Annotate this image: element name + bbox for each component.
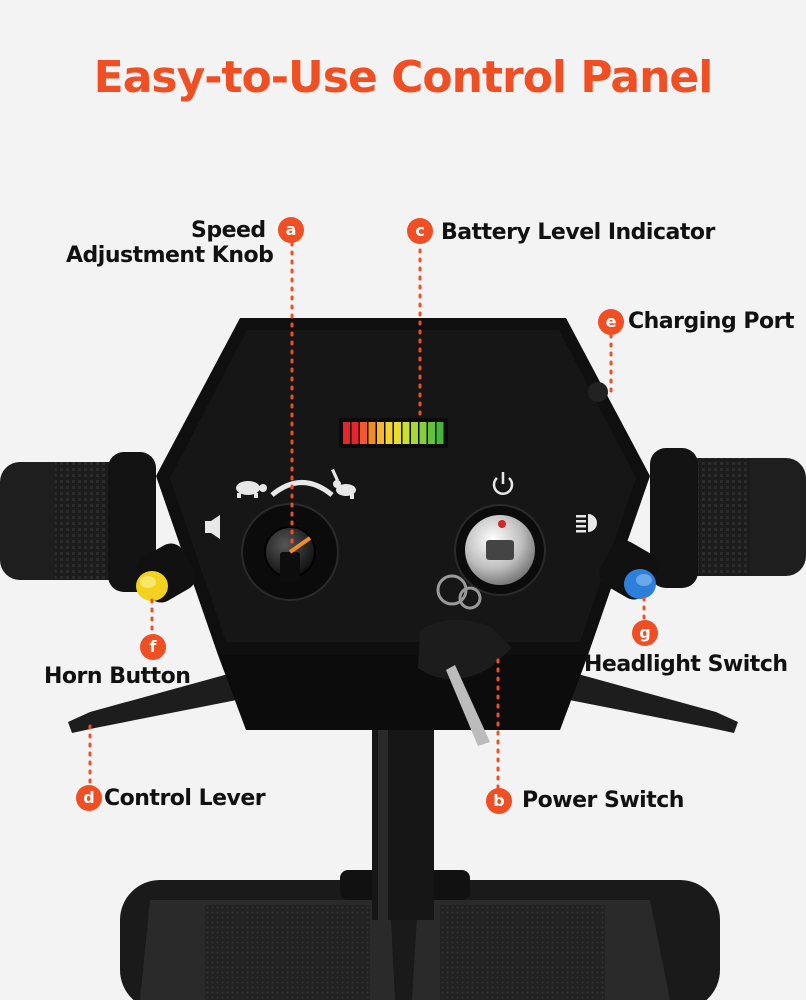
leader-lines bbox=[88, 241, 646, 790]
horn-button bbox=[136, 543, 196, 603]
callout-label-horn-button: Horn Button bbox=[44, 664, 191, 689]
callout-label-battery: Battery Level Indicator bbox=[441, 220, 715, 245]
callout-badge-g: g bbox=[632, 620, 658, 646]
callout-label-speed-knob-line1: Speed bbox=[191, 218, 266, 243]
handlebar-right bbox=[650, 448, 806, 588]
battery-segment bbox=[368, 422, 376, 444]
steering-column bbox=[372, 700, 434, 920]
battery-segment bbox=[343, 422, 350, 444]
horn-icon bbox=[205, 515, 220, 539]
battery-segment bbox=[394, 422, 401, 444]
callout-badge-b: b bbox=[486, 788, 512, 814]
callout-badge-e: e bbox=[598, 309, 624, 335]
speed-arc bbox=[270, 480, 334, 497]
speed-adjustment-knob bbox=[241, 503, 339, 601]
handlebar-left bbox=[0, 452, 156, 592]
page-title: Easy-to-Use Control Panel bbox=[93, 52, 714, 103]
power-switch bbox=[418, 504, 546, 746]
battery-segment bbox=[411, 422, 418, 444]
callout-label-speed-knob-line2: Adjustment Knob bbox=[66, 243, 274, 268]
battery-segment bbox=[377, 422, 384, 444]
battery-segment bbox=[385, 422, 393, 444]
battery-segment bbox=[360, 422, 367, 444]
callout-label-charging-port: Charging Port bbox=[628, 309, 794, 334]
battery-segment bbox=[402, 422, 410, 444]
rabbit-icon bbox=[331, 469, 356, 499]
battery-segment bbox=[428, 422, 435, 444]
callout-badge-a: a bbox=[278, 217, 304, 243]
callout-badge-c: c bbox=[407, 218, 433, 244]
charging-port bbox=[588, 382, 608, 402]
callout-badge-f: f bbox=[140, 634, 166, 660]
callout-badge-d: d bbox=[76, 785, 102, 811]
battery-segment bbox=[351, 422, 359, 444]
control-lever bbox=[68, 668, 738, 733]
battery-segment bbox=[419, 422, 427, 444]
battery-level-indicator bbox=[339, 418, 448, 448]
headlight-button bbox=[599, 540, 659, 600]
headlight-icon bbox=[576, 514, 597, 533]
callout-label-power-switch: Power Switch bbox=[522, 788, 684, 813]
battery-segment bbox=[436, 422, 444, 444]
scooter-base bbox=[120, 870, 720, 1000]
power-icon bbox=[492, 472, 514, 495]
control-panel bbox=[156, 318, 650, 730]
callout-label-headlight-switch: Headlight Switch bbox=[584, 652, 788, 677]
callout-label-control-lever: Control Lever bbox=[104, 786, 266, 811]
turtle-icon bbox=[236, 481, 267, 498]
